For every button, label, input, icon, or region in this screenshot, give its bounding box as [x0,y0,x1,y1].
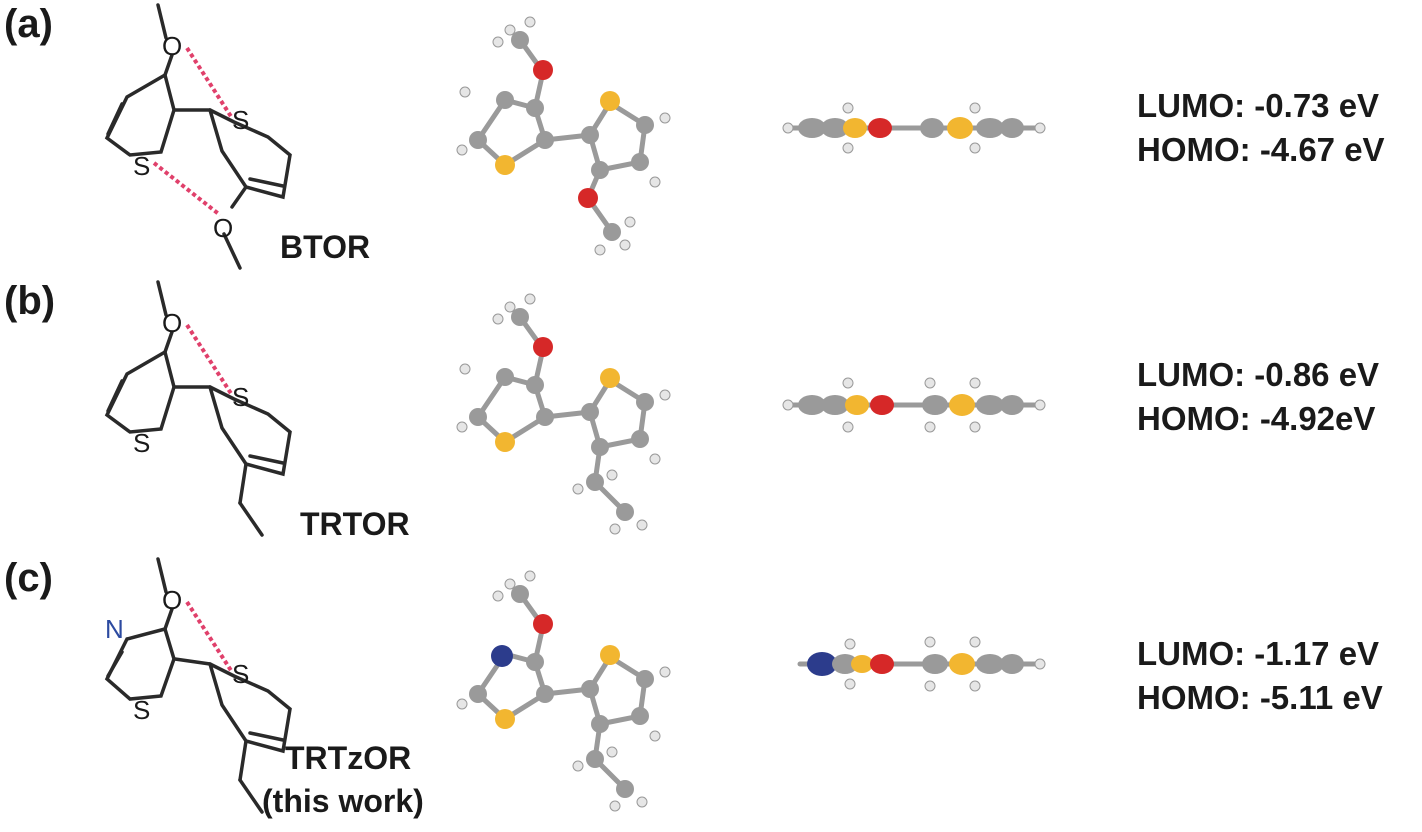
atom-o-bottom: O [213,213,233,243]
panel-c: (c) O N S S TRTzOR (this work) [0,554,1422,831]
atom-s-left: S [133,695,150,725]
lumo-energy-trtor: LUMO: -0.86 eV [1137,356,1380,393]
atom-s-right: S [232,382,249,412]
panel-label-b: (b) [4,279,56,323]
chemical-structure-trtor: O S S TRTOR [104,280,410,542]
compound-note-this-work: (this work) [262,783,424,819]
atom-s-right: S [232,659,249,689]
atom-s-left: S [133,151,150,181]
atom-n-left: N [105,614,124,644]
ball-and-stick-model-side-view-trtor [782,377,1046,433]
chemical-structure-btor: O S S O BTOR [104,3,370,270]
orbital-energies-btor: LUMO: -0.73 eV HOMO: -4.67 eV [1137,84,1422,172]
panel-a: (a) O S S O BTOR [0,0,1422,277]
atom-o-top: O [162,585,182,615]
atom-o-top: O [162,308,182,338]
panel-label-a: (a) [4,2,53,46]
ball-and-stick-model-top-view-btor [456,16,671,256]
orbital-energies-trtor: LUMO: -0.86 eV HOMO: -4.92eV [1137,353,1422,441]
atom-s-right: S [232,105,249,135]
ball-and-stick-model-top-view-trtor [456,293,671,535]
lumo-energy-trtzor: LUMO: -1.17 eV [1137,635,1380,672]
homo-energy-trtor: HOMO: -4.92eV [1137,400,1376,437]
ball-and-stick-model-side-view-btor [782,102,1046,154]
compound-name-trtzor: TRTzOR [285,740,411,776]
homo-energy-trtzor: HOMO: -5.11 eV [1137,679,1383,716]
homo-energy-btor: HOMO: -4.67 eV [1137,131,1385,168]
atom-o-top: O [162,31,182,61]
lumo-energy-btor: LUMO: -0.73 eV [1137,87,1380,124]
chemical-structure-trtzor: O N S S TRTzOR (this work) [104,557,424,819]
compound-name-trtor: TRTOR [300,506,410,542]
compound-name-btor: BTOR [280,229,370,265]
panel-label-c: (c) [4,556,53,600]
panel-b: (b) O S S TRTOR [0,277,1422,554]
atom-s-left: S [133,428,150,458]
ball-and-stick-model-top-view-trtzor [456,570,671,812]
ball-and-stick-model-side-view-trtzor [797,636,1046,692]
orbital-energies-trtzor: LUMO: -1.17 eV HOMO: -5.11 eV [1137,632,1422,720]
